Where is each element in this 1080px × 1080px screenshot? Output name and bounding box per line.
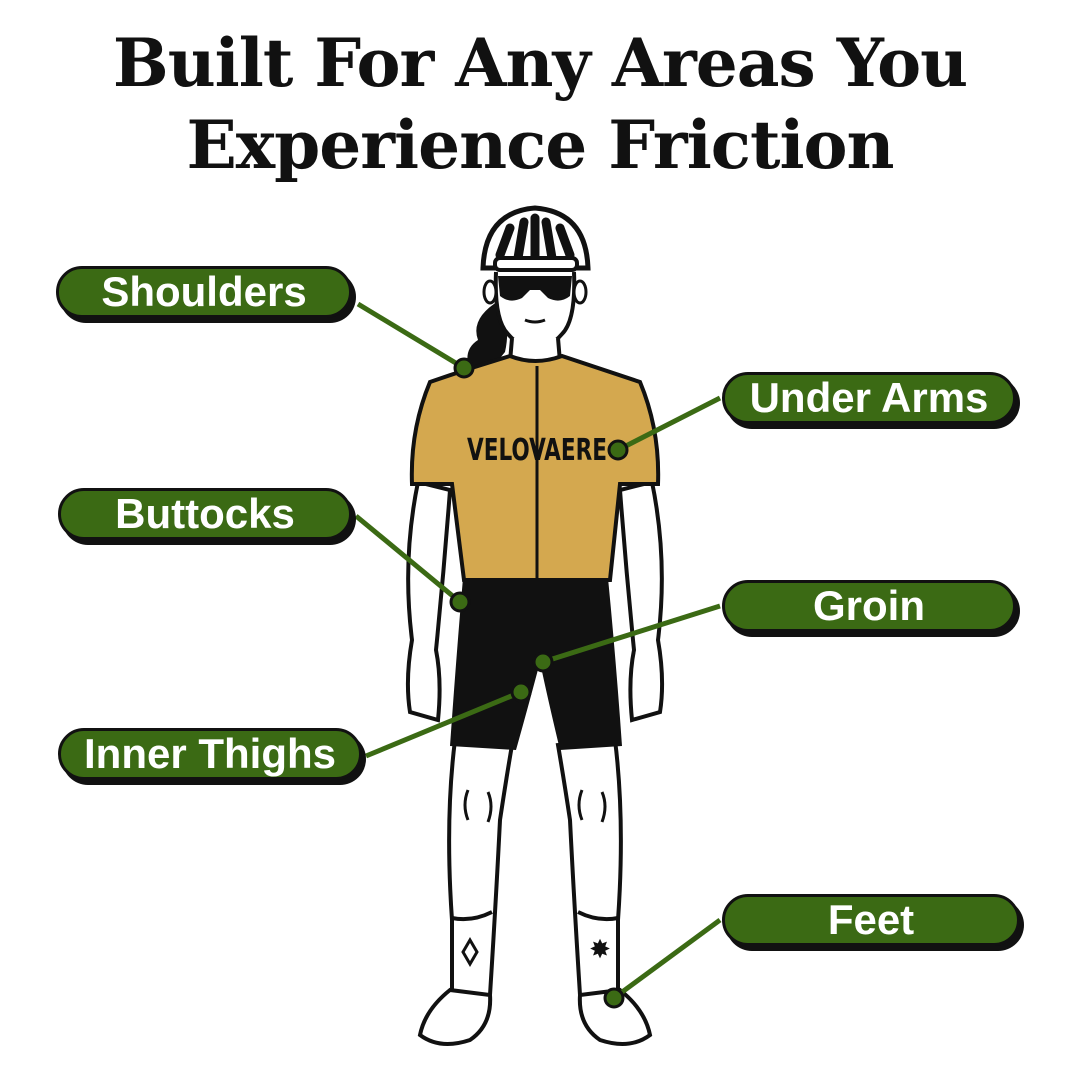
right-shoe	[577, 987, 653, 1046]
inner-thighs-connector	[365, 689, 522, 759]
shoulders-connector	[356, 301, 466, 371]
feet-label: Feet	[722, 894, 1020, 946]
title-line-1: Built For Any Areas You	[112, 24, 968, 102]
buttocks-label: Buttocks	[58, 488, 352, 540]
inner-thighs-label: Inner Thighs	[58, 728, 362, 780]
left-arm	[405, 479, 453, 723]
under-arms-connector	[616, 395, 722, 453]
sunglasses	[498, 276, 572, 301]
feet-marker	[603, 987, 625, 1009]
title-line-2: Experience Friction	[186, 106, 894, 184]
left-shoe	[417, 987, 493, 1046]
feet-connector	[612, 917, 722, 1001]
jersey-brand-text: VELOVAERE	[467, 433, 607, 468]
left-leg	[447, 737, 515, 997]
groin-label: Groin	[722, 580, 1016, 632]
shoulders-marker	[453, 357, 475, 379]
svg-text:✸: ✸	[589, 935, 611, 965]
right-arm	[617, 479, 665, 723]
shoulders-label: Shoulders	[56, 266, 352, 318]
buttocks-connector	[354, 514, 462, 604]
under-arms-marker	[607, 439, 629, 461]
ponytail	[467, 300, 508, 372]
cycling-jersey	[409, 353, 661, 582]
buttocks-marker	[449, 591, 471, 613]
inner-thighs-marker	[510, 681, 532, 703]
page-title: Built For Any Areas You Experience Frict…	[0, 22, 1080, 186]
groin-marker	[532, 651, 554, 673]
helmet	[480, 205, 591, 272]
under-arms-label: Under Arms	[722, 372, 1016, 424]
groin-connector	[542, 603, 721, 665]
